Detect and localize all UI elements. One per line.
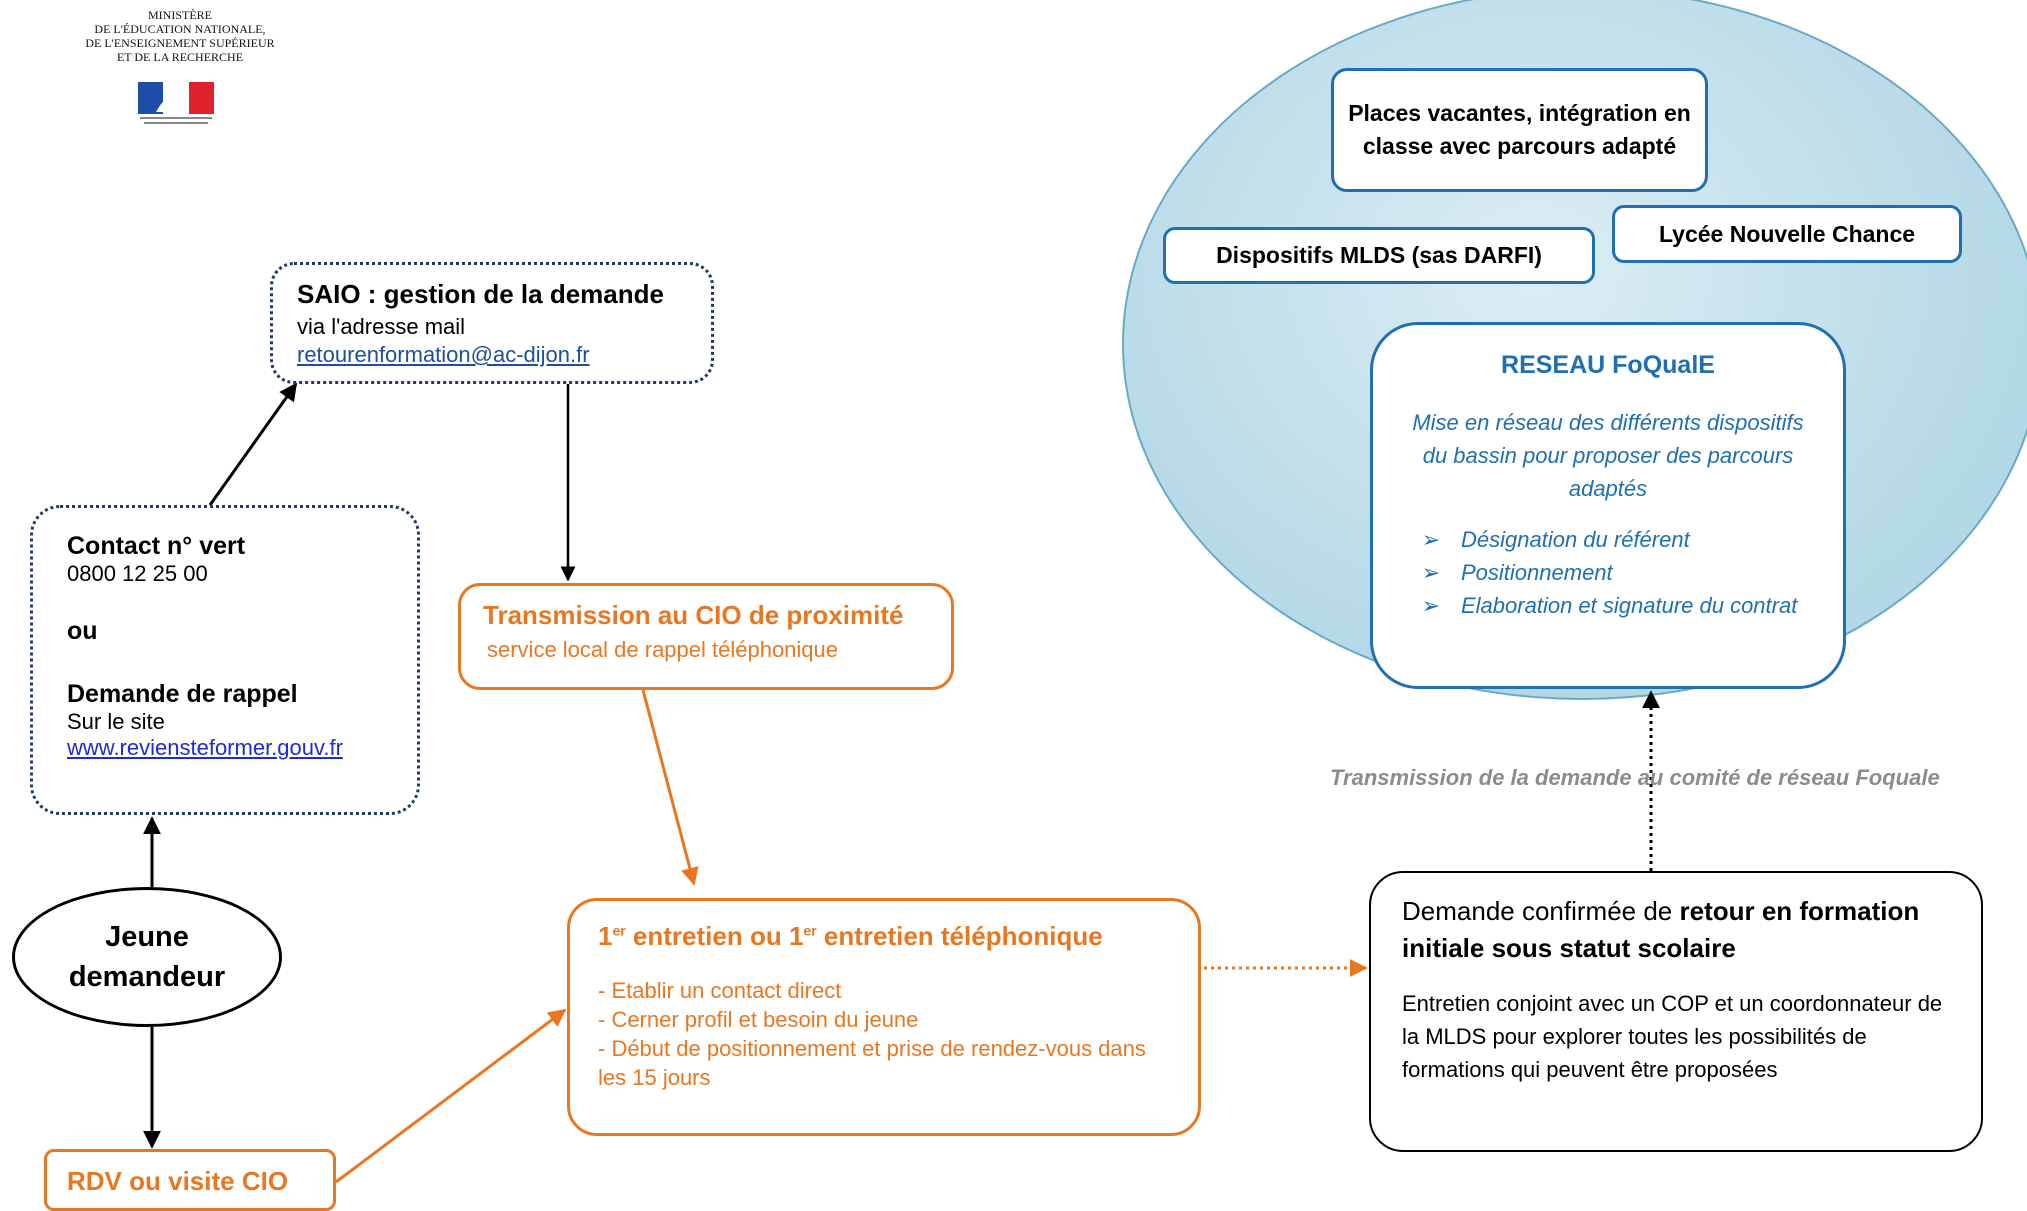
demande-confirmee-box: Demande confirmée de retour en formation…: [1369, 871, 1983, 1152]
jeune-demandeur-ellipse: Jeune demandeur: [12, 887, 282, 1027]
ministry-logo-text: MINISTÈRE DE L'ÉDUCATION NATIONALE, DE L…: [55, 8, 305, 64]
contact-or: ou: [67, 617, 98, 645]
foqualE-list: ➢ Désignation du référent ➢ Positionnement…: [1401, 523, 1815, 622]
entretien-title-part: entretien téléphonique: [816, 921, 1103, 951]
demande-title-bold: retour en formation initiale sous statut…: [1402, 896, 1920, 963]
foqualE-item-text: Elaboration et signature du contrat: [1461, 593, 1798, 618]
foqualE-item: ➢ Désignation du référent: [1401, 523, 1815, 556]
jeune-line2: demandeur: [68, 961, 226, 993]
foqualE-description: Mise en réseau des différents dispositif…: [1412, 410, 1804, 501]
demande-text: Entretien conjoint avec un COP et un coo…: [1402, 991, 1943, 1082]
places-vacantes-text: Places vacantes, intégration en classe a…: [1348, 100, 1691, 159]
ministry-line: DE L'ÉDUCATION NATIONALE,: [94, 22, 266, 36]
foqualE-item: ➢ Positionnement: [1401, 556, 1815, 589]
entretien-title: 1er entretien ou 1er entretien téléphoni…: [598, 921, 1170, 952]
foqualE-item-text: Désignation du référent: [1461, 527, 1690, 552]
entretien-list: - Etablir un contact direct - Cerner pro…: [598, 976, 1170, 1092]
arrow-contact-to-saio: [208, 382, 298, 506]
contact-box: Contact n° vert 0800 12 25 00 ou Demande…: [30, 505, 420, 815]
lycee-text: Lycée Nouvelle Chance: [1658, 220, 1916, 247]
reseau-foqualE-box: RESEAU FoQualE Mise en réseau des différ…: [1370, 322, 1846, 689]
mlds-text: Dispositifs MLDS (sas DARFI): [1216, 242, 1542, 268]
transmission-cio-box: Transmission au CIO de proximité service…: [458, 583, 954, 690]
entretien-item: - Début de positionnement et prise de re…: [598, 1036, 1146, 1090]
entretien-item: - Etablir un contact direct: [598, 978, 842, 1003]
saio-email-link[interactable]: retourenformation@ac-dijon.fr: [297, 342, 590, 367]
foqualE-item: ➢ Elaboration et signature du contrat: [1401, 589, 1815, 622]
entretien-title-part: 1: [598, 921, 613, 951]
ministry-line: DE L'ENSEIGNEMENT SUPÉRIEUR: [85, 36, 275, 50]
foqualE-item-text: Positionnement: [1461, 560, 1613, 585]
demande-title: Demande confirmée de retour en formation…: [1402, 893, 1950, 967]
marianne-logo-icon: [138, 82, 214, 124]
arrow-bullet-icon: ➢: [1421, 560, 1441, 585]
entretien-title-part: entretien ou 1: [625, 921, 804, 951]
arrow-bullet-icon: ➢: [1421, 527, 1441, 552]
entretien-title-sup: er: [612, 922, 626, 939]
arrow-transmission-to-entretien: [641, 689, 699, 886]
transmission-cio-title: Transmission au CIO de proximité: [483, 600, 904, 630]
entretien-box: 1er entretien ou 1er entretien téléphoni…: [567, 898, 1201, 1136]
places-vacantes-box: Places vacantes, intégration en classe a…: [1331, 68, 1708, 192]
callback-title: Demande de rappel: [67, 680, 298, 708]
callback-sub: Sur le site: [67, 709, 165, 734]
contact-phone: 0800 12 25 00: [67, 561, 208, 586]
transmission-cio-subtitle: service local de rappel téléphonique: [487, 637, 839, 662]
jeune-line1: Jeune: [105, 921, 189, 953]
rdv-label: RDV ou visite CIO: [67, 1166, 289, 1196]
transmission-comite-label: Transmission de la demande au comité de …: [1330, 765, 1940, 790]
demande-title-plain: Demande confirmée de: [1402, 896, 1680, 926]
saio-box: SAIO : gestion de la demande via l'adres…: [270, 262, 714, 384]
rdv-box: RDV ou visite CIO: [44, 1149, 336, 1211]
foqualE-title: RESEAU FoQualE: [1501, 351, 1715, 379]
saio-subtitle: via l'adresse mail: [297, 314, 466, 339]
ministry-line: MINISTÈRE: [148, 8, 212, 22]
lycee-nouvelle-chance-box: Lycée Nouvelle Chance: [1612, 205, 1962, 263]
mlds-box: Dispositifs MLDS (sas DARFI): [1163, 227, 1595, 284]
saio-title: SAIO : gestion de la demande: [297, 279, 664, 309]
entretien-item: - Cerner profil et besoin du jeune: [598, 1007, 919, 1032]
arrow-rdv-to-entretien: [335, 1008, 567, 1184]
ministry-line: ET DE LA RECHERCHE: [116, 50, 244, 64]
entretien-title-sup: er: [803, 922, 817, 939]
website-link[interactable]: www.reviensteformer.gouv.fr: [67, 735, 343, 760]
arrow-bullet-icon: ➢: [1421, 593, 1441, 618]
contact-title: Contact n° vert: [67, 532, 246, 560]
